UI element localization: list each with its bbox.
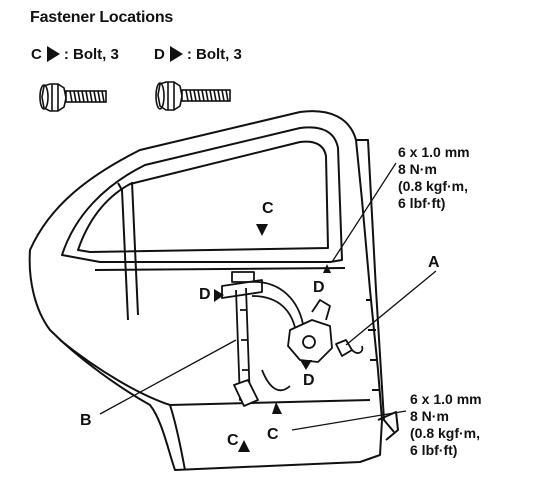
legend-text-c: : Bolt, 3	[63, 46, 119, 63]
leader-lines	[99, 162, 437, 431]
spec-size: 6 x 1.0 mm	[410, 391, 482, 407]
callout-d-left-label: D	[199, 286, 211, 303]
spec-size: 6 x 1.0 mm	[398, 144, 470, 160]
triangle-marker-icon	[46, 46, 60, 62]
bolt-d-icon	[155, 81, 231, 111]
spec-kgf: (0.8 kgf·m,	[410, 425, 481, 441]
rear-door-outline	[28, 110, 399, 471]
legend-item-c: C : Bolt, 3	[31, 46, 119, 63]
callout-c-bottom-left-label: C	[227, 432, 239, 449]
diagram-title: Fastener Locations	[30, 9, 174, 26]
triangle-markers	[214, 224, 331, 452]
legend-text-d: : Bolt, 3	[186, 46, 242, 63]
callout-c-bottom-right-label: C	[267, 426, 279, 443]
bolt-c-icon	[39, 83, 107, 112]
c-marker-bottom-left-icon	[238, 440, 250, 452]
d-marker-left-icon	[214, 289, 224, 302]
legend-letter-d: D	[154, 46, 165, 63]
callout-c-top-label: C	[262, 200, 274, 217]
legend-item-d: D : Bolt, 3	[154, 46, 242, 63]
torque-spec-lower: 6 x 1.0 mm 8 N·m (0.8 kgf·m, 6 lbf·ft)	[410, 391, 482, 459]
callout-d-lower-label: D	[303, 372, 315, 389]
callout-d-right-label: D	[313, 279, 325, 296]
spec-kgf: (0.8 kgf·m,	[398, 178, 469, 194]
callout-a-label: A	[428, 254, 440, 271]
spec-nm: 8 N·m	[410, 408, 449, 424]
c-marker-top-icon	[256, 224, 268, 236]
spec-lbf: 6 lbf·ft)	[398, 195, 446, 211]
spec-nm: 8 N·m	[398, 161, 437, 177]
triangle-marker-icon	[169, 46, 183, 62]
spec-lbf: 6 lbf·ft)	[410, 442, 458, 458]
legend-letter-c: C	[31, 46, 42, 63]
c-marker-bottom-right-icon	[272, 402, 282, 414]
d-marker-lower-icon	[300, 360, 312, 370]
window-regulator	[221, 271, 364, 407]
callout-b-label: B	[80, 412, 92, 429]
torque-spec-upper: 6 x 1.0 mm 8 N·m (0.8 kgf·m, 6 lbf·ft)	[398, 144, 470, 212]
d-marker-right-icon	[323, 264, 331, 273]
